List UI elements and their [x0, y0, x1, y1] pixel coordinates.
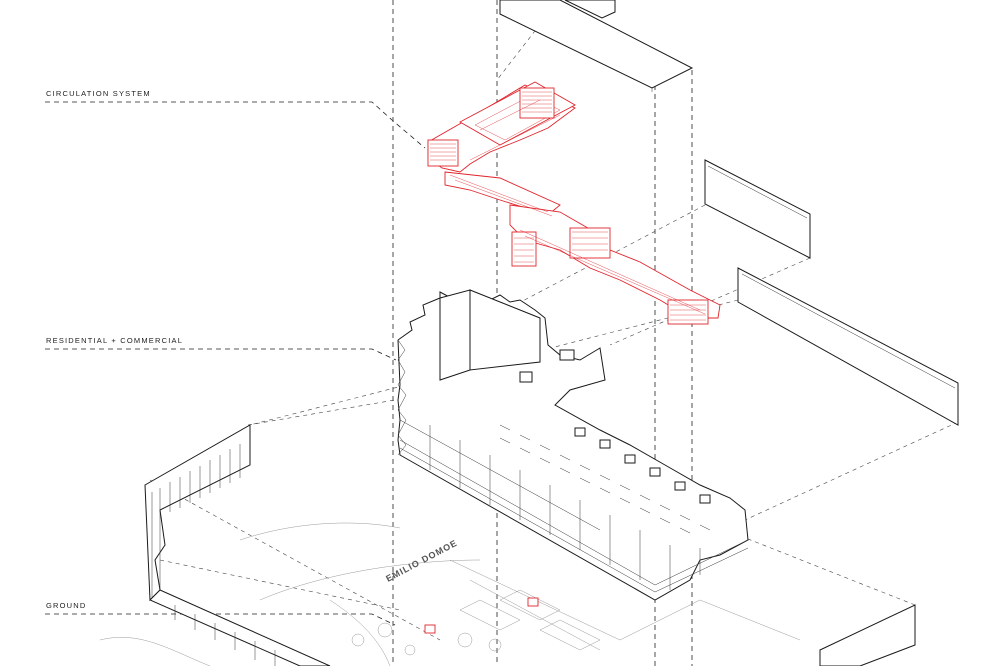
facade-panel-small	[704, 159, 811, 259]
label-residential-commercial: RESIDENTIAL + COMMERCIAL	[46, 336, 183, 345]
facade-panel-ground	[819, 604, 916, 666]
label-ground: GROUND	[46, 601, 87, 610]
label-leaders	[45, 101, 426, 626]
facade-panel-large	[737, 267, 959, 426]
ground-level	[99, 424, 801, 666]
circulation-system	[427, 81, 721, 325]
residential-commercial-block	[397, 289, 749, 601]
roof-slab	[499, 0, 694, 92]
label-circulation-system: CIRCULATION SYSTEM	[46, 89, 151, 98]
